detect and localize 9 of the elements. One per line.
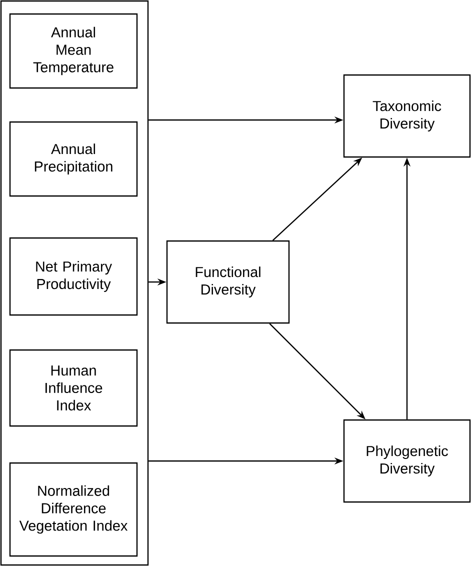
variable-box: Annual Mean Temperature [9,13,138,89]
variable-box: Annual Precipitation [9,121,138,197]
variable-box: Normalized Difference Vegetation Index [9,462,138,557]
variable-box: Human Influence Index [9,349,138,427]
variable-box: Net Primary Productivity [9,237,138,316]
variable-box: Phylogenetic Diversity [343,419,471,503]
variable-box: Taxonomic Diversity [343,74,471,158]
group-box [0,0,149,566]
variable-box: Functional Diversity [166,240,290,324]
